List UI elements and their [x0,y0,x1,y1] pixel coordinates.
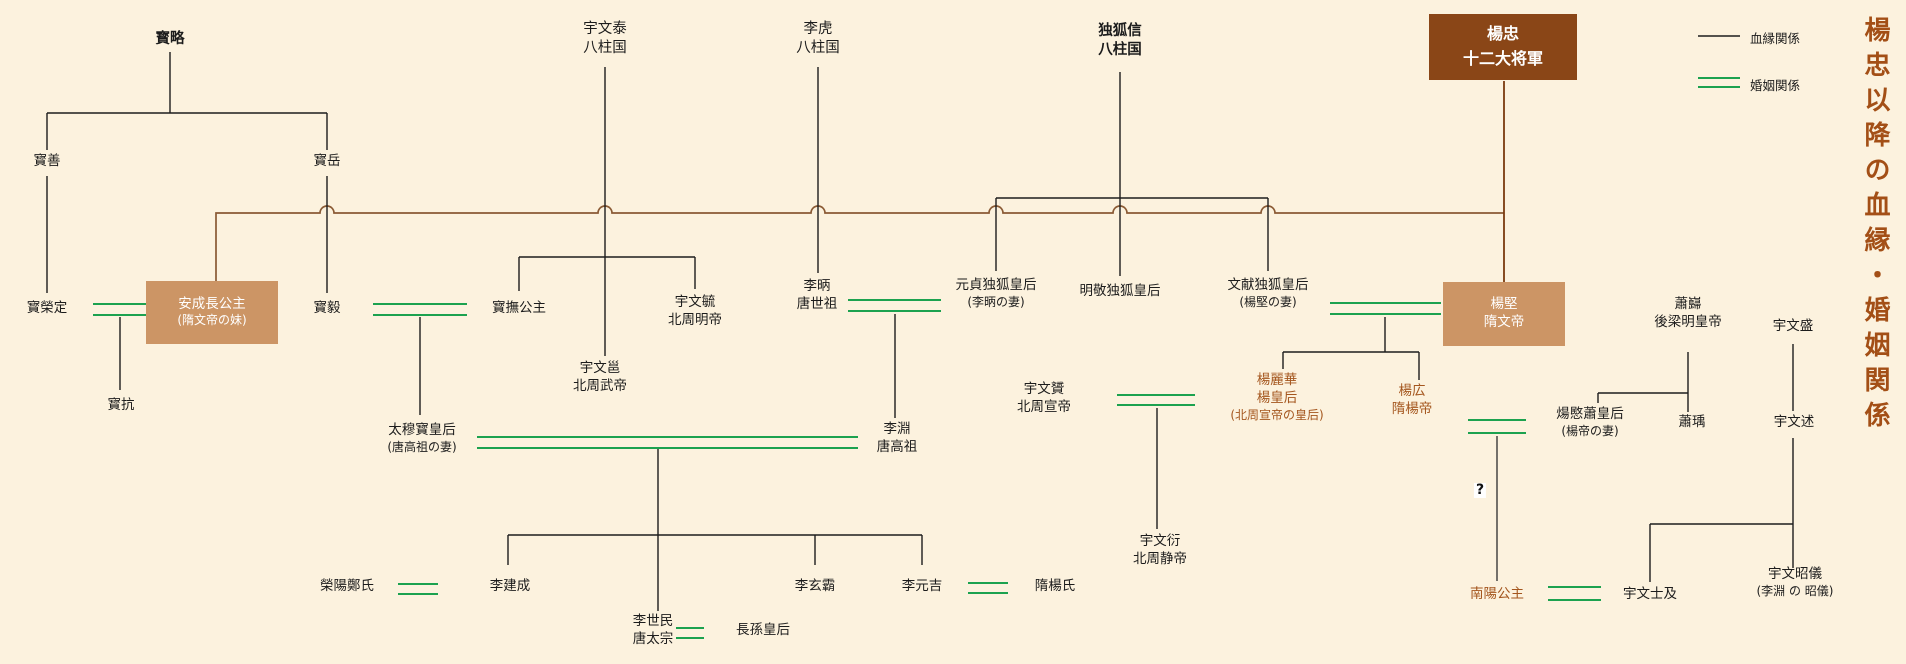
person-li-shimin: 李世民 唐太宗 [632,613,674,647]
page-title-vertical: 楊忠以降の血縁・婚姻関係 [1860,16,1890,436]
person-dou-kang: 寳抗 [107,397,135,413]
marriage-rongyang-lijiancheng [398,583,438,595]
person-dugu-xin: 独狐信 八柱国 [1098,23,1142,59]
legend-marriage-line [1698,77,1740,88]
person-dou-fu: 寳撫公主 [492,300,546,316]
marriage-lishimin-zhangsun [676,627,704,639]
person-yangzhong-box: 楊忠 十二大将軍 [1429,14,1577,80]
person-wenxian: 文献独狐皇后(楊堅の妻) [1227,277,1309,309]
legend-blood-label: 血縁関係 [1750,31,1801,46]
person-mingjing: 明敬独狐皇后 [1079,283,1161,299]
person-yuwen-yun: 宇文贇 北周宣帝 [1017,381,1071,415]
marriage-douyi-doufu [373,303,467,316]
marriage-rongding-ancheng [93,303,146,316]
yangzhong-descent-line [215,81,1505,282]
marriage-taimu-liyuan [477,436,858,449]
person-yang-guang: 楊広 隋楊帝 [1391,383,1433,417]
person-xiao-kui: 蕭巋 後梁明皇帝 [1654,296,1722,330]
bloodline-dugu-family [995,72,1269,276]
bloodline-xiao-family [1597,352,1689,412]
person-dou-rongding: 寳榮定 [26,300,68,316]
person-dou-yue: 寳岳 [313,153,341,169]
marriage-lines [93,77,1740,639]
person-rongyang: 榮陽鄭氏 [320,578,374,594]
person-li-yuan: 李淵 唐高祖 [876,421,918,455]
person-li-yuanji: 李元吉 [901,578,943,594]
person-yuwen-zhaoyi: 宇文昭儀(李淵 の 昭儀) [1756,566,1834,598]
person-yuwen-yan: 宇文衍 北周静帝 [1133,533,1187,567]
marriage-wenxian-yangjian [1330,302,1441,315]
person-suiyangshi: 隋楊氏 [1034,578,1076,594]
uncertain-descent-mark: ? [1473,482,1487,499]
person-yuwen-shu: 宇文述 [1773,414,1815,430]
bloodline-tang-children [507,449,923,611]
person-li-xuanba: 李玄霸 [794,578,836,594]
person-yuwen-yu: 宇文毓 北周明帝 [668,294,722,328]
person-yuwen-shiji: 宇文士及 [1623,586,1677,602]
person-dou-lue: 寳略 [155,31,185,47]
person-taimu: 太穆寳皇后(唐高祖の妻) [387,422,457,454]
marriage-yuwenyun-yanglihua [1117,394,1195,406]
person-yuwen-yong: 宇文邕 北周武帝 [573,360,627,394]
person-li-jiancheng: 李建成 [489,578,531,594]
bloodline-yangjian-children [1282,317,1420,380]
person-dou-shan: 寳善 [33,153,61,169]
person-yuwentai: 宇文泰 八柱国 [583,21,627,57]
person-zhangsun: 長孫皇后 [736,622,790,638]
person-ancheng-box: 安成長公主(隋文帝の妹) [146,281,278,344]
person-nanyang: 南陽公主 [1470,586,1524,602]
bloodline-yuwentai-family [518,67,696,356]
bloodline-dou-family [46,52,421,415]
person-li-bing: 李昞 唐世祖 [796,278,838,312]
marriage-liyuanji-suiyangshi [968,582,1008,594]
marriage-libing-yuanzhen [848,299,941,312]
person-yuanzhen: 元貞独狐皇后(李昞の妻) [955,277,1037,309]
person-yangjian-box: 楊堅 隋文帝 [1443,282,1565,346]
marriage-yangguang-yangmin [1468,419,1526,434]
person-yangmin: 煬愍蕭皇后(楊帝の妻) [1556,406,1624,438]
person-yang-lihua: 楊麗華 楊皇后(北周宣帝の皇后) [1230,372,1324,422]
bloodline-lihu-family [817,67,896,418]
person-dou-yi: 寳毅 [313,300,341,316]
person-yuwen-sheng: 宇文盛 [1772,318,1814,334]
bloodline-yuwenshu-children [1649,438,1794,582]
legend-marriage-label: 婚姻関係 [1750,78,1801,93]
person-lihu: 李虎 八柱国 [796,21,840,57]
marriage-nanyang-yuwenshiji [1548,586,1601,601]
person-xiao-yu: 蕭瑀 [1678,414,1706,430]
